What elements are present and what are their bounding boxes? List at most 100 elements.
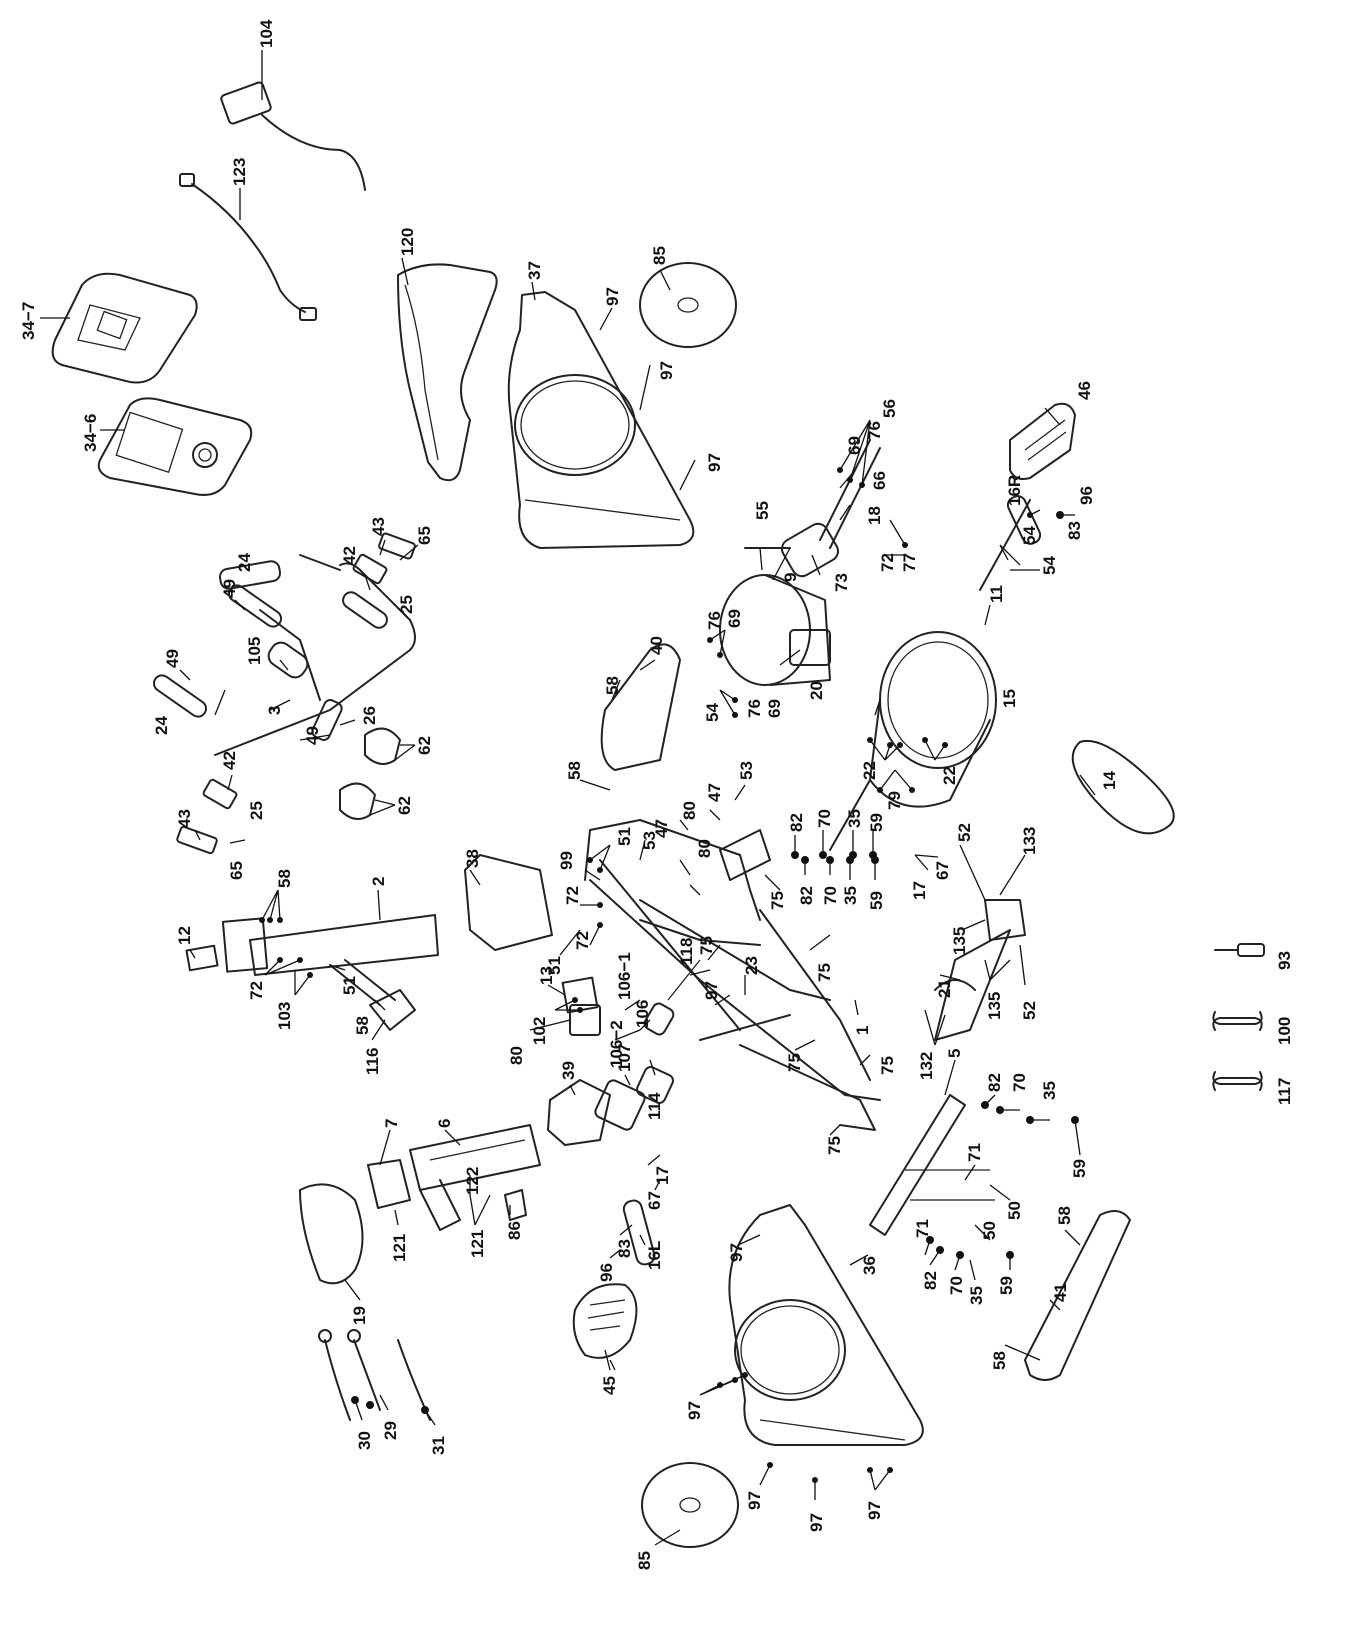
power-cord-123 — [179, 173, 317, 321]
main-frame-1 — [569, 819, 881, 1131]
label-97: 97 — [603, 287, 622, 306]
label-69: 69 — [725, 609, 744, 628]
label-58: 58 — [275, 869, 294, 888]
label-67: 67 — [645, 1191, 664, 1210]
label-13: 13 — [537, 966, 556, 985]
label-103: 103 — [275, 1002, 294, 1030]
label-49: 49 — [220, 579, 239, 598]
label-80: 80 — [680, 801, 699, 820]
label-16R: 16R — [1005, 475, 1024, 506]
label-75: 75 — [878, 1056, 897, 1075]
label-59: 59 — [997, 1276, 1016, 1295]
label-76: 76 — [745, 699, 764, 718]
label-75: 75 — [785, 1053, 804, 1072]
label-71: 71 — [965, 1143, 984, 1162]
label-42: 42 — [340, 546, 359, 565]
label-96: 96 — [1077, 486, 1096, 505]
label-19: 19 — [350, 1306, 369, 1325]
label-59: 59 — [867, 813, 886, 832]
label-58: 58 — [603, 676, 622, 695]
label-72: 72 — [573, 931, 592, 950]
label-18: 18 — [865, 506, 884, 525]
label-85: 85 — [635, 1551, 654, 1570]
front-post-2 — [221, 914, 439, 1006]
wrench-icon — [1212, 1011, 1263, 1031]
label-120: 120 — [398, 228, 417, 256]
label-55: 55 — [753, 501, 772, 520]
right-cover-37 — [507, 291, 695, 549]
label-122: 122 — [463, 1167, 482, 1195]
label-97: 97 — [727, 1243, 746, 1262]
label-31: 31 — [429, 1436, 448, 1455]
belt-14 — [1071, 739, 1175, 835]
cover-42b — [202, 778, 238, 810]
label-106-2: 106−2 — [607, 1020, 626, 1068]
label-72: 72 — [563, 886, 582, 905]
label-42: 42 — [220, 751, 239, 770]
label-9: 9 — [781, 573, 800, 582]
label-35: 35 — [1040, 1081, 1059, 1100]
label-50: 50 — [980, 1221, 999, 1240]
label-50: 50 — [1005, 1201, 1024, 1220]
pulley-15 — [829, 499, 1031, 851]
label-83: 83 — [615, 1239, 634, 1258]
console-back-34-7 — [51, 272, 198, 384]
label-83: 83 — [1065, 521, 1084, 540]
left-cover-36 — [728, 1204, 924, 1446]
label-5: 5 — [945, 1049, 964, 1058]
label-29: 29 — [381, 1421, 400, 1440]
front-stabilizer — [934, 899, 1026, 1041]
label-58: 58 — [353, 1016, 372, 1035]
label-47: 47 — [652, 819, 671, 838]
label-43: 43 — [369, 517, 388, 536]
label-34-6: 34−6 — [81, 414, 100, 452]
label-75: 75 — [825, 1136, 844, 1155]
label-43: 43 — [175, 809, 194, 828]
label-107: 107 — [615, 1044, 634, 1072]
label-30: 30 — [355, 1431, 374, 1450]
label-93: 93 — [1275, 951, 1294, 970]
label-11: 11 — [987, 585, 1006, 603]
label-97: 97 — [745, 1491, 764, 1510]
disc-85-bottom — [641, 1462, 739, 1548]
label-51: 51 — [615, 827, 634, 846]
clamp-43a — [378, 532, 416, 560]
label-69: 69 — [765, 699, 784, 718]
label-35: 35 — [967, 1286, 986, 1305]
label-36: 36 — [860, 1256, 879, 1275]
disc-85-top — [639, 262, 737, 348]
label-76: 76 — [705, 611, 724, 630]
clamp-43b — [176, 825, 218, 855]
screwdriver-icon — [1214, 943, 1265, 957]
label-25: 25 — [397, 595, 416, 614]
label-52: 52 — [1020, 1001, 1039, 1020]
label-46: 46 — [1075, 381, 1094, 400]
label-70: 70 — [821, 886, 840, 905]
label-26: 26 — [360, 706, 379, 725]
label-76: 76 — [865, 421, 884, 440]
label-97: 97 — [685, 1401, 704, 1420]
seat-post-6 — [409, 1124, 541, 1231]
label-75: 75 — [768, 891, 787, 910]
label-6: 6 — [435, 1119, 454, 1128]
shroud-120 — [397, 263, 498, 482]
wrench-icon — [1212, 1071, 1263, 1091]
label-70: 70 — [815, 809, 834, 828]
label-104: 104 — [257, 19, 276, 48]
label-16L: 16L — [645, 1241, 664, 1270]
label-51: 51 — [340, 976, 359, 995]
crank-16L — [622, 1199, 656, 1266]
label-15: 15 — [1000, 689, 1019, 708]
label-25: 25 — [247, 801, 266, 820]
label-20: 20 — [807, 681, 826, 700]
stabilizer-cover-41 — [1024, 1210, 1131, 1381]
label-118: 118 — [677, 938, 696, 965]
label-97: 97 — [865, 1501, 884, 1520]
label-14: 14 — [1100, 771, 1119, 790]
label-23: 23 — [742, 956, 761, 975]
label-135: 135 — [950, 927, 969, 955]
label-123: 123 — [230, 158, 249, 186]
label-105: 105 — [245, 637, 264, 665]
label-58: 58 — [990, 1351, 1009, 1370]
label-75: 75 — [697, 936, 716, 955]
